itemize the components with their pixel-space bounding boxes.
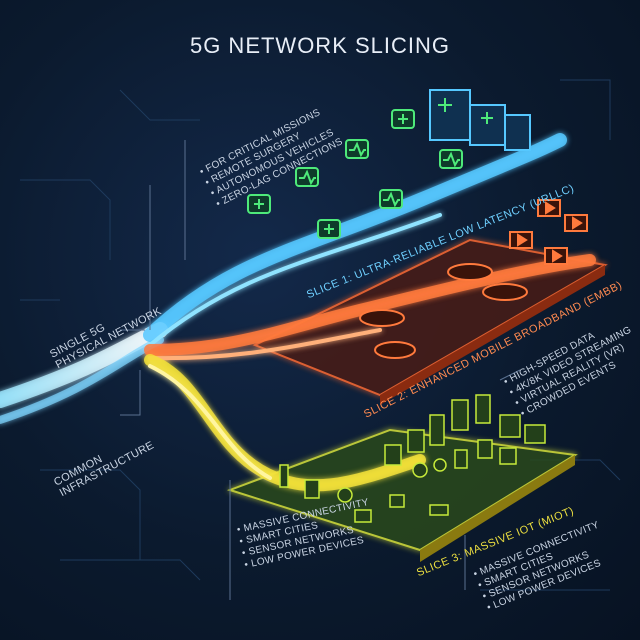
- slice-1-icons: [247, 109, 463, 239]
- car-icon: [447, 263, 493, 281]
- iot-device-icon: [499, 447, 517, 465]
- iot-device-icon: [412, 462, 428, 478]
- car-icon: [374, 341, 416, 359]
- iot-device-icon: [524, 424, 546, 444]
- medical-cross-icon: [247, 194, 271, 214]
- video-play-icon: [537, 199, 561, 217]
- slice-2-icons: [359, 199, 588, 359]
- video-play-icon: [509, 231, 533, 249]
- video-play-icon: [544, 247, 568, 265]
- iot-device-icon: [389, 494, 405, 508]
- iot-device-icon: [454, 449, 468, 469]
- iot-device-icon: [477, 439, 493, 459]
- network-streams: [0, 133, 596, 492]
- iot-device-icon: [429, 504, 449, 516]
- video-play-icon: [564, 214, 588, 232]
- iot-device-icon: [304, 479, 320, 499]
- iot-device-icon: [384, 444, 402, 466]
- iot-device-icon: [475, 394, 491, 424]
- iot-device-icon: [451, 399, 469, 431]
- heartbeat-icon: [379, 189, 403, 209]
- page-title: 5G NETWORK SLICING: [189, 33, 451, 58]
- iot-device-icon: [499, 414, 521, 438]
- heartbeat-icon: [439, 149, 463, 169]
- car-icon: [482, 283, 528, 301]
- iot-device-icon: [433, 458, 447, 472]
- iot-device-icon: [429, 414, 445, 446]
- car-icon: [359, 309, 405, 327]
- hospital-building-icon: [429, 89, 531, 151]
- medical-cross-icon: [317, 219, 341, 239]
- iot-device-icon: [279, 464, 289, 488]
- heartbeat-icon: [295, 167, 319, 187]
- heartbeat-icon: [345, 139, 369, 159]
- medical-cross-icon: [391, 109, 415, 129]
- iot-device-icon: [407, 429, 425, 453]
